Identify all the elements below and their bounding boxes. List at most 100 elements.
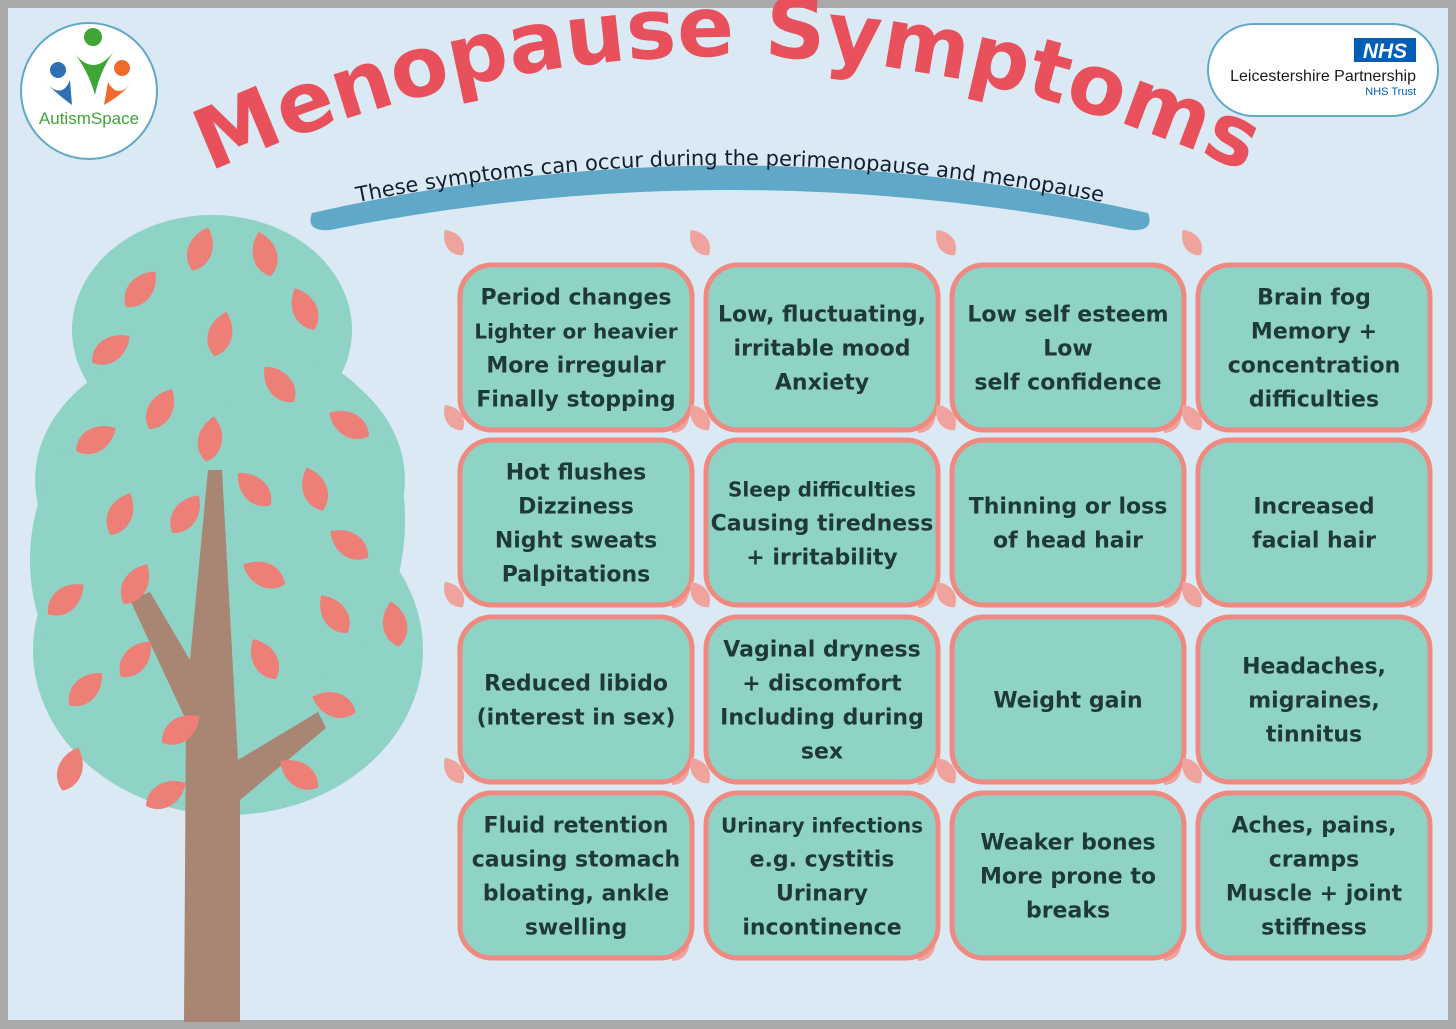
symptom-card-box	[949, 262, 1187, 433]
symptom-line: Urinary	[776, 882, 868, 907]
symptom-line: stiffness	[1261, 916, 1367, 941]
card-leaf	[936, 229, 957, 256]
leaf-shape	[251, 639, 280, 680]
symptom-card: Headaches,migraines,tinnitus	[1182, 581, 1433, 785]
card-leaf	[690, 581, 711, 608]
symptom-card-box	[703, 262, 941, 433]
symptom-line: cramps	[1269, 848, 1360, 873]
symptom-line: facial hair	[1252, 529, 1376, 554]
leaf-shape	[320, 595, 350, 634]
card-leaf	[444, 229, 465, 256]
leaf-shape	[91, 335, 130, 365]
leaf-shape	[312, 692, 356, 718]
tree-illustration	[30, 215, 423, 1022]
symptom-line: Palpitations	[502, 563, 651, 588]
leaf-shape	[238, 473, 272, 507]
card-leaf	[444, 757, 465, 784]
symptom-line: Dizziness	[518, 495, 634, 520]
nhs-badge-text: NHS	[1363, 40, 1407, 63]
nhs-trust-label: NHS Trust	[1365, 86, 1416, 98]
leaf-shape	[264, 366, 296, 402]
symptom-line: of head hair	[993, 529, 1143, 554]
symptom-line: (interest in sex)	[477, 706, 676, 731]
symptom-line: e.g. cystitis	[750, 848, 895, 873]
symptom-line: Urinary infections	[721, 814, 923, 838]
symptom-line: irritable mood	[734, 337, 911, 362]
leaf-shape	[330, 530, 369, 560]
leaf-shape	[57, 747, 83, 791]
leaf-shape	[329, 411, 370, 440]
symptom-line: Weaker bones	[980, 831, 1155, 856]
symptom-line: self confidence	[974, 371, 1161, 396]
card-leaf	[936, 581, 957, 608]
symptom-line: migraines,	[1248, 689, 1379, 714]
symptom-line: causing stomach	[472, 848, 680, 873]
symptom-line: Low, fluctuating,	[718, 303, 926, 328]
leaf-shape	[68, 673, 102, 707]
symptom-line: Sleep difficulties	[728, 478, 916, 502]
leaf-shape	[302, 467, 328, 511]
leaf-shape	[119, 641, 151, 677]
symptom-line: Vaginal dryness	[723, 638, 920, 663]
symptom-line: Increased	[1253, 495, 1374, 520]
card-leaf	[1182, 229, 1203, 256]
nhs-org-name: Leicestershire Partnership	[1230, 68, 1416, 85]
symptom-card-box	[457, 262, 695, 433]
card-leaf	[690, 757, 711, 784]
leaf-shape	[382, 601, 408, 647]
symptom-line: Brain fog	[1257, 286, 1371, 311]
symptom-line: concentration	[1228, 354, 1401, 379]
leaf-shape	[252, 231, 278, 277]
symptom-line: Memory +	[1251, 320, 1377, 345]
card-leaf	[444, 404, 465, 431]
symptom-card: Thinning or loss of head hair	[936, 404, 1187, 608]
leaf-shape	[187, 227, 213, 271]
leaf-shape	[161, 715, 200, 745]
subtitle-banner	[310, 165, 1150, 231]
symptom-card: Reduced libido (interest in sex)	[444, 581, 695, 785]
card-leaf	[690, 229, 711, 256]
nhs-logo: NHS Leicestershire Partnership NHS Trust	[1207, 23, 1439, 117]
card-leaf	[444, 581, 465, 608]
symptom-line: Fluid retention	[484, 814, 669, 839]
symptom-card-box	[949, 437, 1187, 608]
leaf-shape	[145, 781, 186, 810]
symptom-line: Muscle + joint	[1226, 882, 1403, 907]
symptom-card-box	[1195, 437, 1433, 608]
symptom-line: Hot flushes	[506, 461, 646, 486]
symptom-line: Finally stopping	[476, 388, 675, 413]
leaf-shape	[48, 584, 84, 616]
card-leaf	[936, 757, 957, 784]
symptom-line: Including during	[720, 706, 924, 731]
symptom-card-box	[703, 614, 941, 785]
tree-trunk	[130, 470, 326, 1022]
symptom-line: Reduced libido	[484, 672, 668, 697]
symptom-line: Period changes	[481, 286, 672, 311]
tree-leaves	[48, 227, 408, 810]
card-leaf	[936, 404, 957, 431]
symptom-card-box	[703, 437, 941, 608]
symptom-line: Lighter or heavier	[474, 320, 677, 344]
leaf-shape	[291, 288, 319, 330]
symptom-line: + discomfort	[742, 672, 902, 697]
card-leaf	[1182, 757, 1203, 784]
leaf-shape	[106, 493, 134, 535]
symptom-card-box	[457, 614, 695, 785]
symptom-card-box	[949, 614, 1187, 785]
leaf-shape	[197, 416, 223, 462]
autismspace-logo: AutismSpace	[20, 22, 158, 160]
symptom-card-box	[1195, 262, 1433, 433]
symptom-card: Weight gain	[936, 581, 1187, 785]
symptom-card-box	[457, 790, 695, 961]
symptom-line: Weight gain	[993, 689, 1142, 714]
symptom-line: Low self esteem	[967, 303, 1168, 328]
symptom-line: Thinning or loss	[969, 495, 1168, 520]
symptom-card: Increased facial hair	[1182, 404, 1433, 608]
